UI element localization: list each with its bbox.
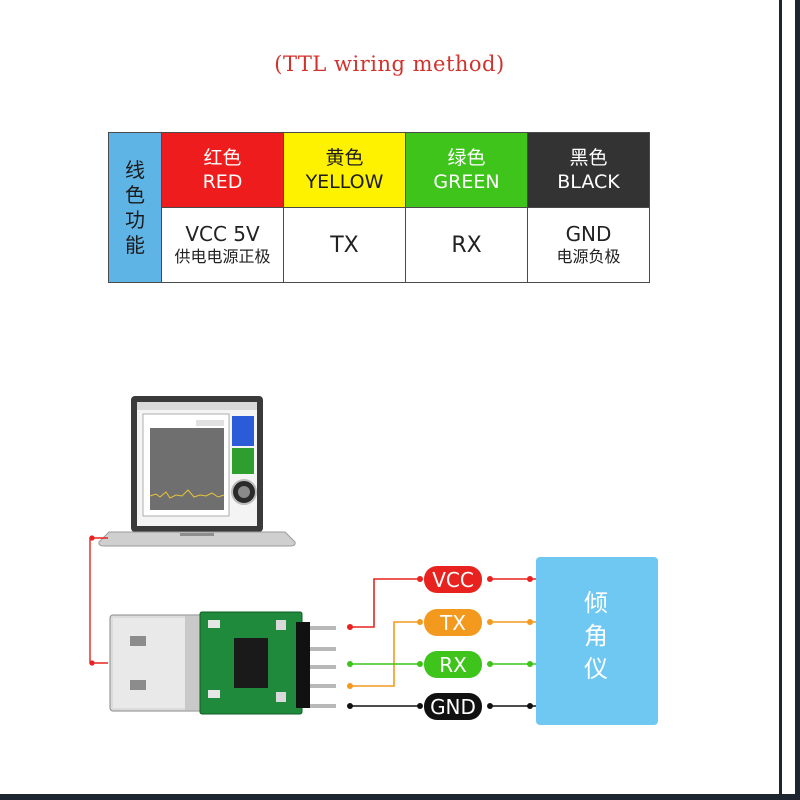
color-en: BLACK xyxy=(557,171,620,193)
usb-ttl-adapter-icon xyxy=(109,611,336,715)
color-en: RED xyxy=(202,171,243,193)
color-en: GREEN xyxy=(433,171,500,193)
row-header-label: 线色功能 xyxy=(125,157,145,257)
color-cn: 绿色 xyxy=(447,147,486,169)
color-cn: 黑色 xyxy=(569,147,608,169)
device-label-char: 角 xyxy=(584,622,608,650)
device-box xyxy=(536,557,658,725)
function-cell-gnd: GND 电源负极 xyxy=(527,207,650,283)
function-label: GND xyxy=(565,222,612,246)
wire-color-table: 线色功能 红色 RED 黄色 YELLOW 绿色 GREEN 黑色 BLACK … xyxy=(108,132,650,283)
wire-vcc: VCC xyxy=(347,566,536,630)
wire-tx: TX xyxy=(347,609,536,689)
color-en: YELLOW xyxy=(305,171,384,193)
color-cell-green: 绿色 GREEN xyxy=(405,132,528,208)
function-label: TX xyxy=(330,232,359,258)
function-label: VCC 5V xyxy=(185,222,260,246)
device-label-char: 仪 xyxy=(584,655,608,683)
laptop-icon xyxy=(98,396,296,547)
function-cell-rx: RX xyxy=(405,207,528,283)
page-title: (TTL wiring method) xyxy=(274,52,505,76)
function-sublabel: 供电电源正极 xyxy=(174,247,271,266)
wire-rx: RX xyxy=(347,651,536,678)
color-cn: 红色 xyxy=(203,147,242,169)
wire-label-gnd: GND xyxy=(430,695,476,719)
wire-gnd: GND xyxy=(347,693,536,720)
color-cell-yellow: 黄色 YELLOW xyxy=(283,132,406,208)
color-cell-black: 黑色 BLACK xyxy=(527,132,650,208)
wire-label-rx: RX xyxy=(439,653,467,677)
row-header-cell: 线色功能 xyxy=(108,132,162,283)
device-label-char: 倾 xyxy=(584,589,608,617)
function-sublabel: 电源负极 xyxy=(556,247,621,266)
frame-border-bottom xyxy=(0,794,800,800)
function-cell-tx: TX xyxy=(283,207,406,283)
color-cn: 黄色 xyxy=(325,147,364,169)
wire-label-tx: TX xyxy=(439,611,466,635)
function-label: RX xyxy=(451,232,482,258)
wire-label-vcc: VCC xyxy=(432,568,474,592)
frame-border-right xyxy=(779,0,782,800)
function-cell-vcc: VCC 5V 供电电源正极 xyxy=(161,207,284,283)
frame-border-outer xyxy=(795,0,800,800)
